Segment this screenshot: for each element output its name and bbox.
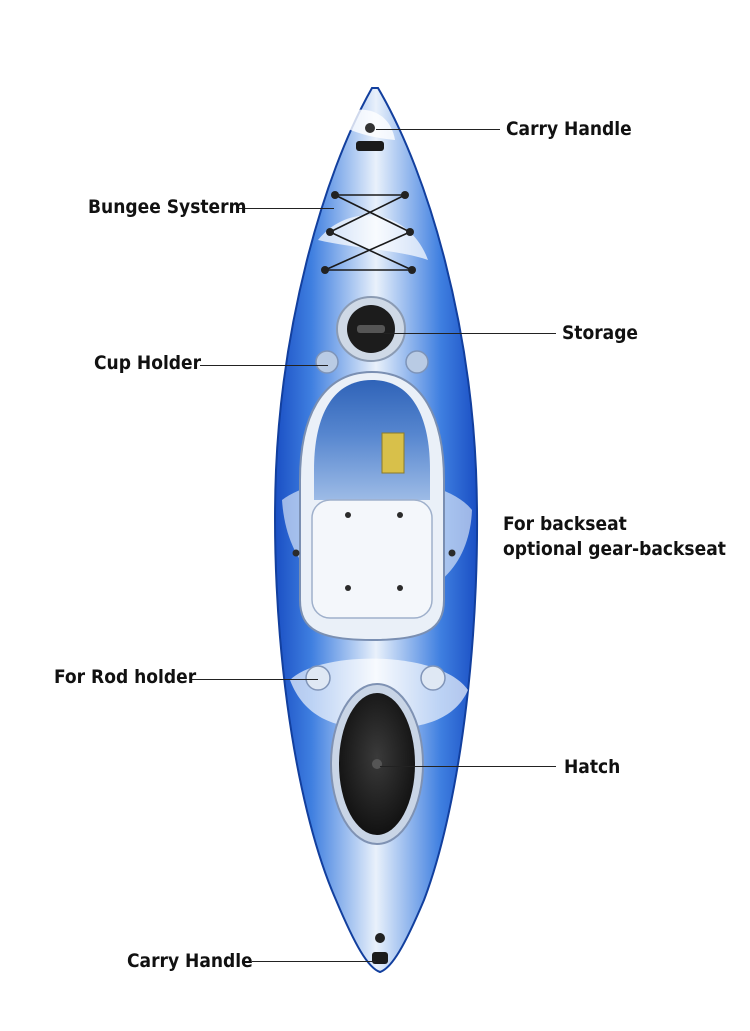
label-carry-handle-top: Carry Handle [506,118,632,140]
label-carry-handle-bottom: Carry Handle [127,950,253,972]
label-rod-holder: For Rod holder [54,666,197,688]
cup-holder-left [315,350,339,374]
bungee-system [324,194,413,271]
cup-holder-right [405,350,429,374]
label-storage: Storage [562,322,639,344]
rod-holder-right [420,665,446,691]
label-backseat-line2: optional gear-backseat [503,537,726,560]
leader-carry-handle-bottom [252,961,376,962]
label-cup-holder: Cup Holder [94,352,202,374]
leader-carry-handle-top [376,129,500,130]
leader-bungee [238,208,334,209]
serial-plate [381,432,405,474]
rod-holder-left [305,665,331,691]
leader-cup-holder [200,365,328,366]
label-hatch: Hatch [564,756,621,778]
leader-rod-holder [190,679,318,680]
label-backseat: For backseat optional gear-backseat [503,512,726,561]
label-backseat-line1: For backseat [503,513,627,535]
carry-handle-top-shape [356,141,384,151]
bungee-anchors [321,191,416,274]
carry-handle-bottom-mount [375,933,385,943]
seat-mounts [292,512,456,591]
leader-hatch [380,766,556,767]
carry-handle-top-mount [365,123,375,133]
hull-swirl [330,109,395,140]
seat-area [311,499,433,619]
storage-hatch-grip [357,325,385,333]
label-bungee: Bungee Systerm [88,196,247,218]
rear-hatch-knob [372,759,382,769]
leader-storage [384,333,556,334]
carry-handle-bottom-shape [372,952,388,964]
